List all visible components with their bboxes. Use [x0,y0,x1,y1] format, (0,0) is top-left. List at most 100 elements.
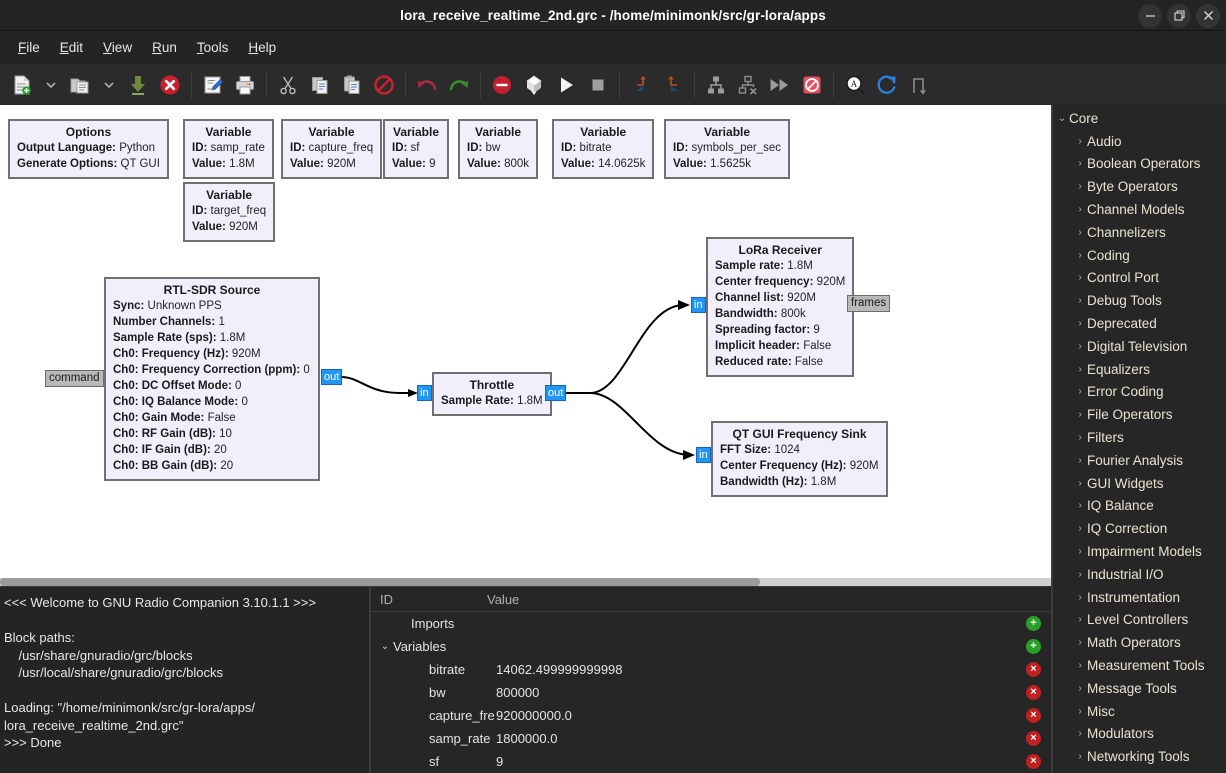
tree-node-file-operators[interactable]: ›File Operators [1053,403,1226,426]
tree-node-gui-widgets[interactable]: ›GUI Widgets [1053,472,1226,495]
tree-node-filters[interactable]: ›Filters [1053,426,1226,449]
open-file-icon[interactable] [64,69,96,101]
rotate-right-icon[interactable] [657,69,689,101]
chevron-right-icon[interactable]: › [1078,409,1082,421]
canvas-horizontal-scrollbar[interactable] [0,578,1051,586]
chevron-right-icon[interactable]: › [1078,682,1082,694]
remove-variable-icon[interactable]: × [1026,708,1041,723]
new-file-dropdown-icon[interactable] [38,69,64,101]
variables-row[interactable]: Imports+ [371,612,1051,635]
chevron-right-icon[interactable]: › [1078,728,1082,740]
port-rtlsdr-command-port[interactable]: command [45,370,104,387]
chevron-right-icon[interactable]: › [1078,751,1082,763]
chevron-right-icon[interactable]: › [1078,135,1082,147]
restore-icon[interactable] [1167,4,1191,28]
chevron-right-icon[interactable]: › [1078,363,1082,375]
menu-item-tools[interactable]: Tools [196,40,229,55]
execute-icon[interactable] [550,69,582,101]
port-rtlsdr-out-port[interactable]: out [321,369,343,385]
chevron-right-icon[interactable]: › [1078,226,1082,238]
menu-item-help[interactable]: Help [248,40,277,55]
chevron-right-icon[interactable]: › [1078,660,1082,672]
new-file-icon[interactable] [6,69,38,101]
chevron-right-icon[interactable]: › [1078,295,1082,307]
chevron-right-icon[interactable]: › [1078,523,1082,535]
tree-node-audio[interactable]: ›Audio [1053,130,1226,153]
errors-icon[interactable] [486,69,518,101]
enable-block-icon[interactable] [700,69,732,101]
scrollbar-thumb[interactable] [0,578,760,586]
tree-node-channel-models[interactable]: ›Channel Models [1053,198,1226,221]
tree-node-coding[interactable]: ›Coding [1053,244,1226,267]
port-qtgui-in-port[interactable]: in [696,447,711,463]
generate-icon[interactable] [518,69,550,101]
add-variable-icon[interactable]: + [1026,639,1041,654]
tree-node-debug-tools[interactable]: ›Debug Tools [1053,289,1226,312]
variables-row[interactable]: ⌄Variables+ [371,635,1051,658]
port-throttle-in-port[interactable]: in [417,385,432,401]
tree-node-control-port[interactable]: ›Control Port [1053,267,1226,290]
remove-variable-icon[interactable]: × [1026,731,1041,746]
save-icon[interactable] [122,69,154,101]
find-block-icon[interactable]: A [839,69,871,101]
tree-node-instrumentation[interactable]: ›Instrumentation [1053,586,1226,609]
rotate-left-icon[interactable] [625,69,657,101]
open-file-dropdown-icon[interactable] [96,69,122,101]
close-icon[interactable] [154,69,186,101]
chevron-right-icon[interactable]: › [1078,614,1082,626]
chevron-down-icon[interactable]: ⌄ [1057,112,1067,124]
chevron-down-icon[interactable]: ⌄ [380,641,390,652]
tree-node-core[interactable]: ⌄Core [1053,107,1226,130]
tree-node-channelizers[interactable]: ›Channelizers [1053,221,1226,244]
print-icon[interactable] [229,69,261,101]
port-lora-in-port[interactable]: in [691,297,706,313]
toggle-disabled-icon[interactable] [796,69,828,101]
tree-node-fourier-analysis[interactable]: ›Fourier Analysis [1053,449,1226,472]
edit-properties-icon[interactable] [197,69,229,101]
port-lora-frames-port[interactable]: frames [847,295,891,312]
port-throttle-out-port[interactable]: out [545,385,567,401]
remove-variable-icon[interactable]: × [1026,662,1041,677]
tree-node-byte-operators[interactable]: ›Byte Operators [1053,175,1226,198]
tree-node-level-controllers[interactable]: ›Level Controllers [1053,609,1226,632]
cut-icon[interactable] [272,69,304,101]
tree-node-equalizers[interactable]: ›Equalizers [1053,358,1226,381]
chevron-right-icon[interactable]: › [1078,591,1082,603]
chevron-right-icon[interactable]: › [1078,705,1082,717]
menu-item-view[interactable]: View [103,40,133,55]
close-icon[interactable] [1196,4,1220,28]
tree-node-networking-tools[interactable]: ›Networking Tools [1053,745,1226,768]
paste-icon[interactable] [336,69,368,101]
tree-node-iq-balance[interactable]: ›IQ Balance [1053,495,1226,518]
disable-block-icon[interactable] [732,69,764,101]
reload-blocks-icon[interactable] [871,69,903,101]
block-tree-panel[interactable]: ⌄Core›Audio›Boolean Operators›Byte Opera… [1053,105,1226,773]
chevron-right-icon[interactable]: › [1078,386,1082,398]
copy-icon[interactable] [304,69,336,101]
chevron-right-icon[interactable]: › [1078,204,1082,216]
tree-node-message-tools[interactable]: ›Message Tools [1053,677,1226,700]
tree-node-measurement-tools[interactable]: ›Measurement Tools [1053,654,1226,677]
tree-node-boolean-operators[interactable]: ›Boolean Operators [1053,153,1226,176]
add-variable-icon[interactable]: + [1026,616,1041,631]
tree-node-impairment-models[interactable]: ›Impairment Models [1053,540,1226,563]
tree-node-error-coding[interactable]: ›Error Coding [1053,381,1226,404]
chevron-right-icon[interactable]: › [1078,477,1082,489]
chevron-right-icon[interactable]: › [1078,546,1082,558]
open-hier-icon[interactable] [903,69,935,101]
chevron-right-icon[interactable]: › [1078,500,1082,512]
chevron-right-icon[interactable]: › [1078,318,1082,330]
chevron-right-icon[interactable]: › [1078,568,1082,580]
